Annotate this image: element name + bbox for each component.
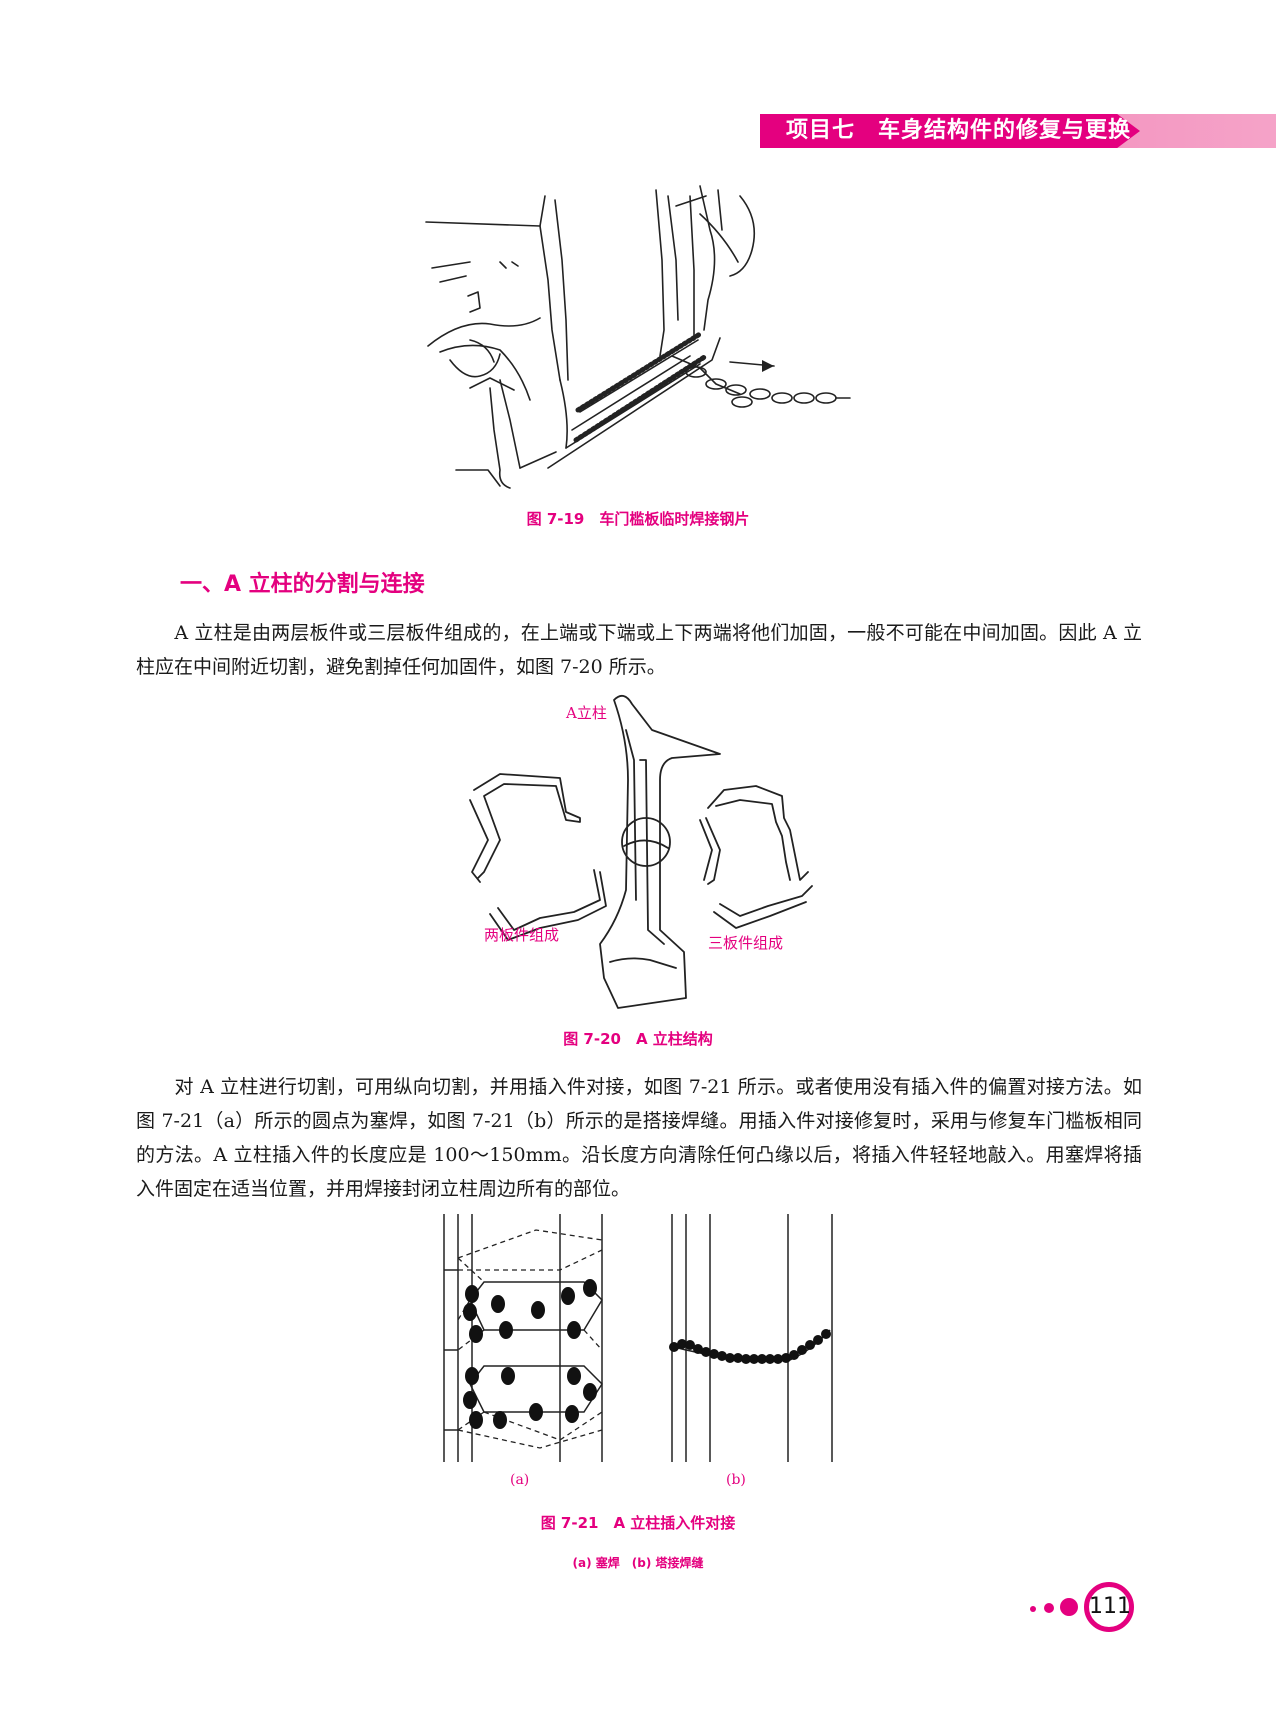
header-tab <box>760 114 1140 148</box>
figure-7-19-caption: 图 7-19 车门槛板临时焊接钢片 <box>526 510 750 528</box>
label-b: (b) <box>726 1472 746 1488</box>
decor-dot-large <box>1060 1598 1078 1616</box>
figure-7-21-caption: 图 7-21 A 立柱插入件对接 <box>540 1514 736 1532</box>
paragraph-2: 对 A 立柱进行切割，可用纵向切割，并用插入件对接，如图 7-21 所示。或者使… <box>136 1076 1142 1200</box>
chapter-title: 项目七 车身结构件的修复与更换 <box>786 118 1132 143</box>
label-a: (a) <box>510 1472 530 1488</box>
label-two-plate: 两板件组成 <box>484 926 560 944</box>
decor-dot-medium <box>1044 1603 1054 1613</box>
page-number: 111 <box>1084 1582 1134 1632</box>
label-a-pillar: A立柱 <box>566 704 607 722</box>
label-three-plate: 三板件组成 <box>708 934 784 952</box>
paragraph-1: A 立柱是由两层板件或三层板件组成的，在上端或下端或上下两端将他们加固，一般不可… <box>136 622 1142 678</box>
section-heading: 一、A 立柱的分割与连接 <box>180 572 425 597</box>
figure-7-20-caption: 图 7-20 A 立柱结构 <box>563 1030 713 1048</box>
figure-7-21-subcaption: (a) 塞焊 (b) 塔接焊缝 <box>572 1556 704 1570</box>
decor-dot-small <box>1030 1606 1036 1612</box>
